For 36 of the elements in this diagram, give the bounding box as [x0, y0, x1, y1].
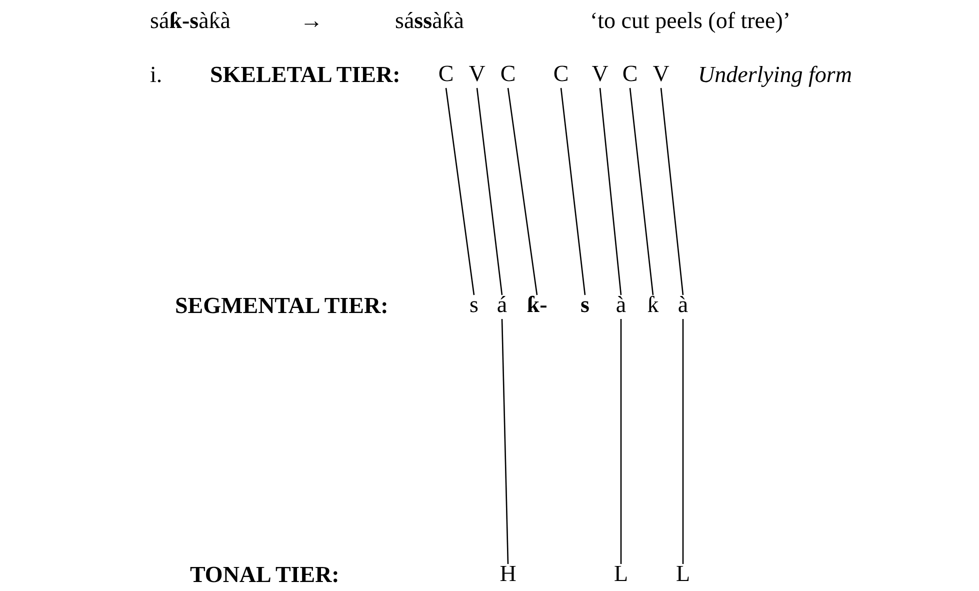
association-line: [682, 319, 684, 564]
tier-symbol: ƙ-: [526, 293, 548, 317]
tier-symbol: V: [592, 62, 608, 86]
association-line: [507, 88, 538, 296]
form-note: Underlying form: [698, 62, 852, 88]
tier-symbol: C: [438, 62, 454, 86]
tier-symbol: à: [616, 293, 626, 317]
tier-symbol: L: [614, 562, 628, 586]
tier-symbol: V: [468, 62, 486, 86]
tier-symbol: s: [580, 293, 590, 317]
derived-word: sássàƙà: [395, 8, 464, 34]
tier-symbol: à: [678, 293, 688, 317]
arrow-sign: →: [300, 8, 323, 34]
headword: sáƙ-sàƙà: [150, 8, 230, 34]
tier-symbol: ƙ: [647, 293, 659, 317]
tier-symbol: C: [553, 62, 569, 86]
association-line: [476, 88, 503, 296]
association-line: [560, 88, 586, 296]
tier-label: SKELETAL TIER:: [210, 62, 400, 88]
tier-symbol: V: [652, 62, 670, 86]
tier-symbol: s: [470, 293, 478, 317]
tier-symbol: C: [622, 62, 638, 86]
association-line: [660, 88, 684, 296]
tier-symbol: L: [676, 562, 690, 586]
tier-label: SEGMENTAL TIER:: [175, 293, 388, 319]
tier-symbol: H: [500, 562, 516, 586]
association-line: [501, 318, 509, 564]
gloss-text: ‘to cut peels (of tree)’: [590, 8, 791, 34]
association-line: [445, 88, 475, 296]
tier-symbol: á: [496, 293, 508, 317]
association-line: [620, 319, 622, 564]
tier-symbol: C: [500, 62, 516, 86]
example-number: i.: [150, 62, 162, 88]
association-line: [599, 88, 622, 296]
association-line: [629, 88, 654, 296]
tier-label: TONAL TIER:: [190, 562, 340, 588]
